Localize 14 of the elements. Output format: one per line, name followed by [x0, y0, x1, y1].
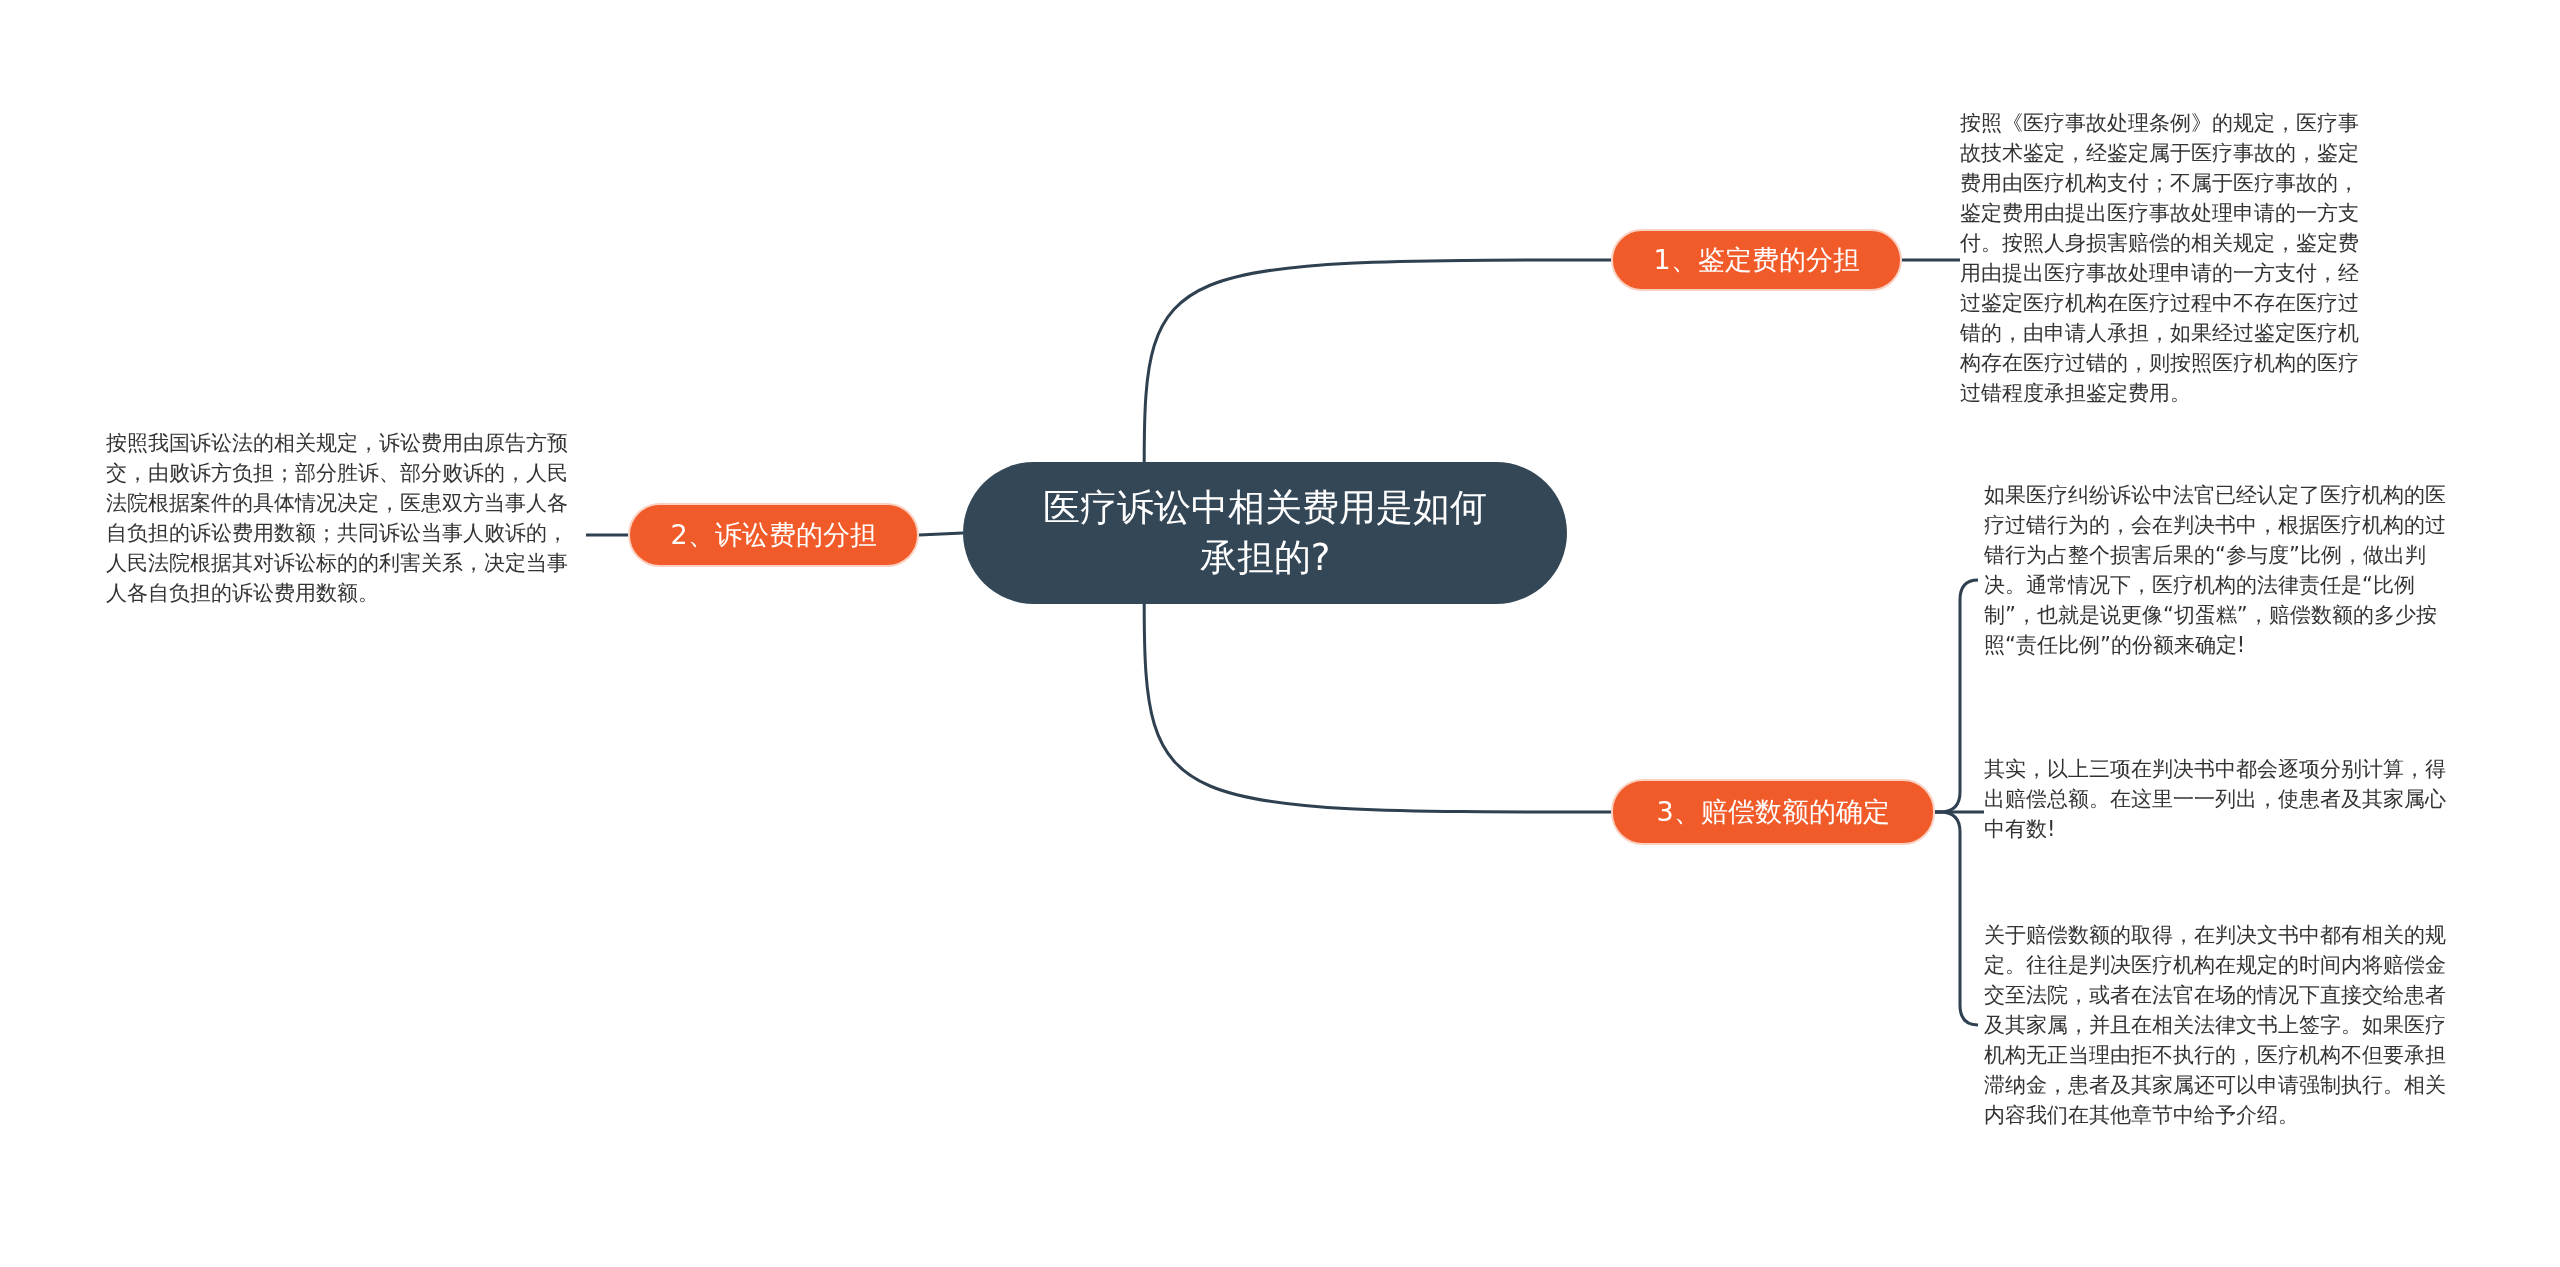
note-text: 按照我国诉讼法的相关规定，诉讼费用由原告方预交，由败诉方负担；部分胜诉、部分败诉的，人民法院根据案件的具体情况决定，医患双方当事人各自负担的诉讼费用数额；共同诉讼当事人败诉的，人民法院根据其对诉讼标的的利害关系，决定当事人各自负担的诉讼费用数额。: [106, 428, 586, 608]
central-topic: 医疗诉讼中相关费用是如何承担的?: [963, 462, 1567, 604]
note-text: 如果医疗纠纷诉讼中法官已经认定了医疗机构的医疗过错行为的，会在判决书中，根据医疗机构的过错行为占整个损害后果的“参与度”比例，做出判决。通常情况下，医疗机构的法律责任是“比例制”，也就是说更像“切蛋糕”，赔偿数额的多少按照“责任比例”的份额来确定!: [1984, 480, 2464, 660]
note-text: 按照《医疗事故处理条例》的规定，医疗事故技术鉴定，经鉴定属于医疗事故的，鉴定费用由医疗机构支付；不属于医疗事故的，鉴定费用由提出医疗事故处理申请的一方支付。按照人身损害赔偿的相关规定，鉴定费用由提出医疗事故处理申请的一方支付，经过鉴定医疗机构在医疗过程中不存在医疗过错的，由申请人承担，如果经过鉴定医疗机构存在医疗过错的，则按照医疗机构的医疗过错程度承担鉴定费用。: [1960, 108, 2360, 408]
connector-line: [1902, 258, 1960, 262]
branch-topic: 2、诉讼费的分担: [628, 503, 919, 567]
connector-line: [586, 533, 628, 537]
connector-line: [918, 531, 964, 537]
note-text: 其实，以上三项在判决书中都会逐项分别计算，得出赔偿总额。在这里一一列出，使患者及其家属心中有数!: [1984, 754, 2464, 844]
connector-line: [1142, 603, 1611, 814]
note-text: 关于赔偿数额的取得，在判决文书中都有相关的规定。往往是判决医疗机构在规定的时间内将赔偿金交至法院，或者在法官在场的情况下直接交给患者及其家属，并且在相关法律文书上签字。如果医疗机构无正当理由拒不执行的，医疗机构不但要承担滞纳金，患者及其家属还可以申请强制执行。相关内容我们在其他章节中给予介绍。: [1984, 920, 2464, 1130]
branch-topic: 3、赔偿数额的确定: [1611, 779, 1935, 845]
connector-line: [1142, 258, 1611, 463]
branch-topic: 1、鉴定费的分担: [1611, 229, 1902, 291]
